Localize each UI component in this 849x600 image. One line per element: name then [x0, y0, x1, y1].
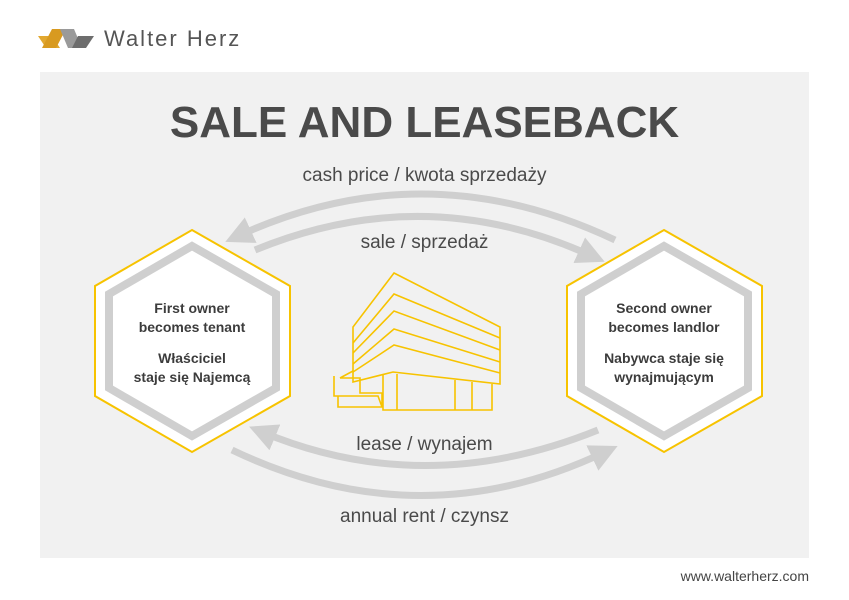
page-title: SALE AND LEASEBACK	[169, 98, 680, 147]
logo: Walter Herz	[38, 26, 241, 52]
sale-label: sale / sprzedaż	[360, 232, 489, 253]
left-line4: staje się Najemcą	[133, 369, 251, 385]
right-line1: Second owner	[616, 300, 712, 316]
annual-rent-label: annual rent / czynsz	[340, 506, 509, 527]
right-line4: wynajmującym	[614, 369, 714, 385]
left-line1: First owner	[154, 300, 230, 316]
cash-arrow	[225, 190, 617, 244]
right-line2: becomes landlor	[608, 319, 720, 335]
building-icon	[333, 271, 501, 411]
website-url: www.walterherz.com	[680, 568, 809, 584]
right-line3: Nabywca staje się	[604, 350, 724, 366]
lease-label: lease / wynajem	[356, 434, 493, 455]
left-line2: becomes tenant	[138, 319, 246, 335]
left-hexagon-text: First owner becomes tenant Właściciel st…	[107, 299, 277, 387]
brand-name: Walter Herz	[104, 26, 242, 51]
cash-price-label: cash price / kwota sprzedaży	[302, 165, 547, 186]
right-hexagon-text: Second owner becomes landlor Nabywca sta…	[579, 299, 749, 387]
left-hexagon	[94, 228, 291, 454]
right-hexagon	[566, 228, 763, 454]
rent-arrow	[230, 445, 618, 499]
walter-herz-logo-icon	[38, 29, 94, 48]
sale-arrow	[253, 212, 605, 263]
lease-arrow	[249, 424, 600, 469]
left-line3: Właściciel	[158, 350, 226, 366]
